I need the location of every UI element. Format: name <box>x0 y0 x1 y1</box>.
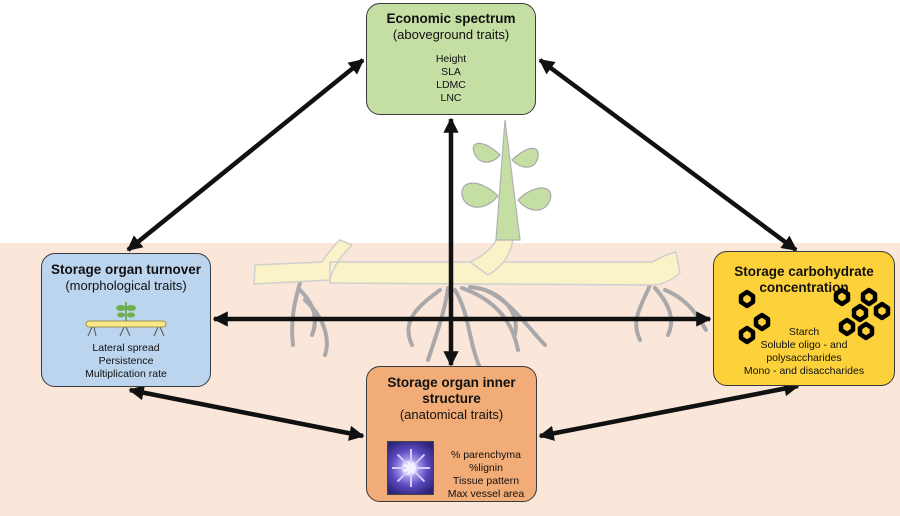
trait-item: SLA <box>441 66 461 78</box>
trait-item: Mono - and disaccharides <box>743 365 865 377</box>
leaf <box>511 147 539 168</box>
trait-item: Lateral spread <box>92 342 160 354</box>
trait-item: Starch <box>788 326 820 338</box>
leaf <box>461 182 499 208</box>
arrow-turnover-inner <box>128 385 365 441</box>
trait-item: %lignin <box>469 462 503 474</box>
trait-item: LDMC <box>436 79 466 91</box>
leaf <box>517 187 552 211</box>
inner-title-line1: Storage organ inner <box>387 375 516 390</box>
micrograph-image <box>387 441 434 495</box>
rhizome-icon <box>85 302 167 337</box>
trait-item: Height <box>435 53 467 65</box>
trait-item: Max vessel area <box>447 488 525 500</box>
economic-title: Economic spectrum <box>386 11 516 26</box>
storage-organ-turnover-box: Storage organ turnover (morphological tr… <box>41 253 211 387</box>
arrow-economic-carbohydrate <box>538 58 798 252</box>
trait-item: Soluble oligo - and <box>760 339 848 351</box>
carbohydrate-title-line2: concentration <box>759 280 849 295</box>
trait-item: Tissue pattern <box>452 475 520 487</box>
inner-title-line2: structure <box>422 391 481 406</box>
arrow-inner-carbohydrate <box>538 381 800 441</box>
trait-item: polysaccharides <box>766 352 842 364</box>
leaf <box>472 142 501 163</box>
trait-item: Multiplication rate <box>85 368 167 380</box>
storage-organ-inner-structure-box: Storage organ inner structure (anatomica… <box>366 366 537 502</box>
inner-subtitle: (anatomical traits) <box>399 407 504 422</box>
trait-item: % parenchyma <box>450 449 522 461</box>
economic-subtitle: (aboveground traits) <box>392 27 510 42</box>
arrow-economic-turnover <box>126 58 365 252</box>
arrows <box>126 58 800 441</box>
turnover-subtitle: (morphological traits) <box>65 278 187 293</box>
economic-spectrum-box: Economic spectrum (aboveground traits) H… <box>366 3 536 115</box>
sugar-molecules-icon <box>738 287 891 345</box>
trait-item: LNC <box>440 92 462 104</box>
storage-carbohydrate-box: Storage carbohydrate concentration Starc… <box>713 251 895 386</box>
turnover-title: Storage organ turnover <box>50 262 202 277</box>
carbohydrate-title-line1: Storage carbohydrate <box>734 264 874 279</box>
trait-item: Persistence <box>98 355 154 367</box>
stem <box>495 119 521 241</box>
